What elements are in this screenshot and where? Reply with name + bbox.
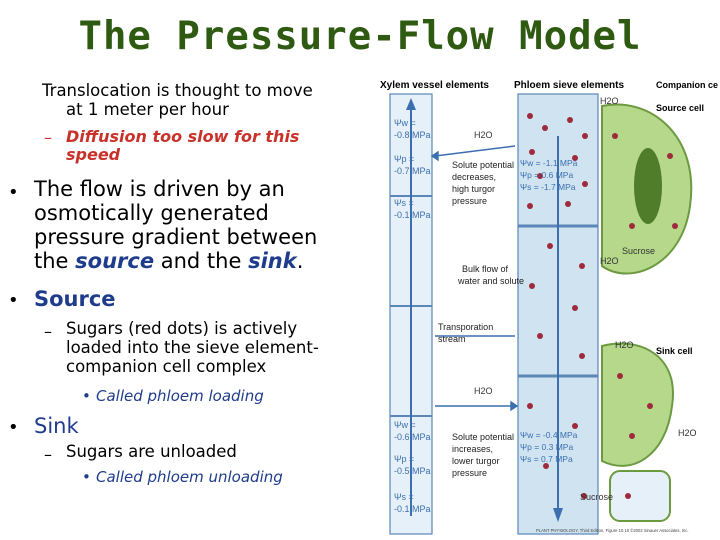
phloem-top-value: Ψp = 0.6 MPa [520,170,573,180]
bulk-flow-note: Bulk flow of water and solute [457,264,524,286]
diffusion-note-line-1: Diffusion too slow for this [66,127,300,146]
solute-top-line: pressure [452,196,487,206]
h2o-label: H2O [474,386,493,396]
flow-line-4-mid: and the [154,248,249,273]
solute-top-note: Solute potential decreases, high turgor … [452,160,514,206]
source-sub: Sugars (red dots) is actively loaded int… [66,319,356,377]
xylem-bottom-label: Ψp = [394,454,414,464]
h2o-labels: H2O H2O H2O H2O H2O H2O [474,96,697,438]
bullet-source-marker: • [8,290,19,311]
source-word: source [75,248,155,273]
xylem-bottom-label: Ψw = [394,420,416,430]
xylem-bottom-value: -0.6 MPa [394,432,431,442]
page-title: The Pressure-Flow Model [78,14,642,59]
bullet-flow: The flow is driven by an osmotically gen… [34,177,354,274]
sucrose-dots [527,113,678,499]
transpiration-note: Transporation stream [438,322,493,344]
sink-dash: – [44,445,52,464]
intro-line-1: Translocation is thought to move [42,81,313,100]
source-companion-cell [601,103,693,275]
sink-heading: Sink [34,414,79,438]
xylem-top-label: Ψw = [394,118,416,128]
flow-line-3: pressure gradient between [34,224,318,249]
transpiration-line: stream [438,334,466,344]
flow-line-4-end: . [296,248,304,273]
h2o-label: H2O [600,96,619,106]
phloem-bottom-value: Ψp = 0.3 MPa [520,442,573,452]
bulk-flow-line: water and solute [457,276,524,286]
phloem-loading-note: Called phloem loading [96,387,264,405]
phloem-column [517,93,599,535]
phloem-header: Phloem sieve elements [514,80,624,91]
h2o-label: H2O [678,428,697,438]
sink-cell-label: Sink cell [656,346,693,356]
h2o-label: H2O [474,130,493,140]
source-heading: Source [34,287,116,311]
diffusion-note: Diffusion too slow for this speed [66,127,356,165]
flow-line-4-pre: the [34,248,76,273]
sucrose-label-bottom: Sucrose [580,492,613,502]
xylem-column [389,93,433,535]
xylem-bottom-value: -0.1 MPa [394,504,431,514]
intro-dash: – [44,128,52,147]
source-sub-line-3: companion cell complex [66,356,267,376]
solute-bottom-line: lower turgor [452,456,500,466]
phloem-bottom-value: Ψs = 0.7 MPa [520,454,573,464]
solute-bottom-note: Solute potential increases, lower turgor… [452,432,514,478]
xylem-top-value: -0.1 MPa [394,210,431,220]
xylem-top-label: Ψp = [394,154,414,164]
xylem-top-value: -0.7 MPa [394,166,431,176]
water-arrows [430,145,519,412]
xylem-bottom-value: -0.5 MPa [394,466,431,476]
transpiration-line: Transporation [438,322,493,332]
sink-subsub-marker: • [82,468,91,486]
bulk-flow-line: Bulk flow of [462,264,509,274]
intro-text: Translocation is thought to move at 1 me… [42,81,360,120]
phloem-unloading-note: Called phloem unloading [96,468,283,486]
bullet-sink-marker: • [8,417,19,438]
bullet-flow-marker: • [8,182,19,203]
solute-bottom-line: increases, [452,444,493,454]
xylem-top-label: Ψs = [394,198,414,208]
sucrose-label-top: Sucrose [622,246,655,256]
xylem-bottom-potentials: Ψw = -0.6 MPa Ψp = -0.5 MPa Ψs = -0.1 MP… [394,420,431,514]
solute-top-line: high turgor [452,184,495,194]
source-cell-label: Source cell [656,103,704,113]
solute-top-line: Solute potential [452,160,514,170]
xylem-top-potentials: Ψw = -0.8 MPa Ψp = -0.7 MPa Ψs = -0.1 MP… [394,118,431,220]
source-dash: – [44,322,52,341]
h2o-label: H2O [615,340,634,350]
source-sub-line-2: loaded into the sieve element- [66,337,319,357]
solute-bottom-line: pressure [452,468,487,478]
diffusion-note-line-2: speed [66,145,121,165]
intro-line-2: at 1 meter per hour [66,99,229,119]
sink-sub: Sugars are unloaded [66,442,237,461]
xylem-top-value: -0.8 MPa [394,130,431,140]
figure-credit: PLANT PHYSIOLOGY, Third Edition, Figure … [536,528,689,533]
solute-top-line: decreases, [452,172,496,182]
source-sub-line-1: Sugars (red dots) is actively [66,319,298,338]
source-subsub-marker: • [82,387,91,405]
phloem-top-value: Ψw = -1.1 MPa [520,158,578,168]
phloem-top-value: Ψs = -1.7 MPa [520,182,576,192]
companion-label: Companion cell [656,80,718,90]
h2o-label: H2O [600,256,619,266]
phloem-bottom-potentials: Ψw = -0.4 MPa Ψp = 0.3 MPa Ψs = 0.7 MPa [520,430,578,464]
xylem-bottom-label: Ψs = [394,492,414,502]
phloem-top-potentials: Ψw = -1.1 MPa Ψp = 0.6 MPa Ψs = -1.7 MPa [520,158,578,192]
flow-line-1: The flow is driven by an [34,177,285,201]
sink-word: sink [248,248,297,273]
phloem-bottom-value: Ψw = -0.4 MPa [520,430,578,440]
xylem-header: Xylem vessel elements [380,80,489,91]
flow-line-2: osmotically generated [34,200,269,225]
pressure-flow-diagram: Xylem vessel elements Phloem sieve eleme… [370,76,718,536]
solute-bottom-line: Solute potential [452,432,514,442]
